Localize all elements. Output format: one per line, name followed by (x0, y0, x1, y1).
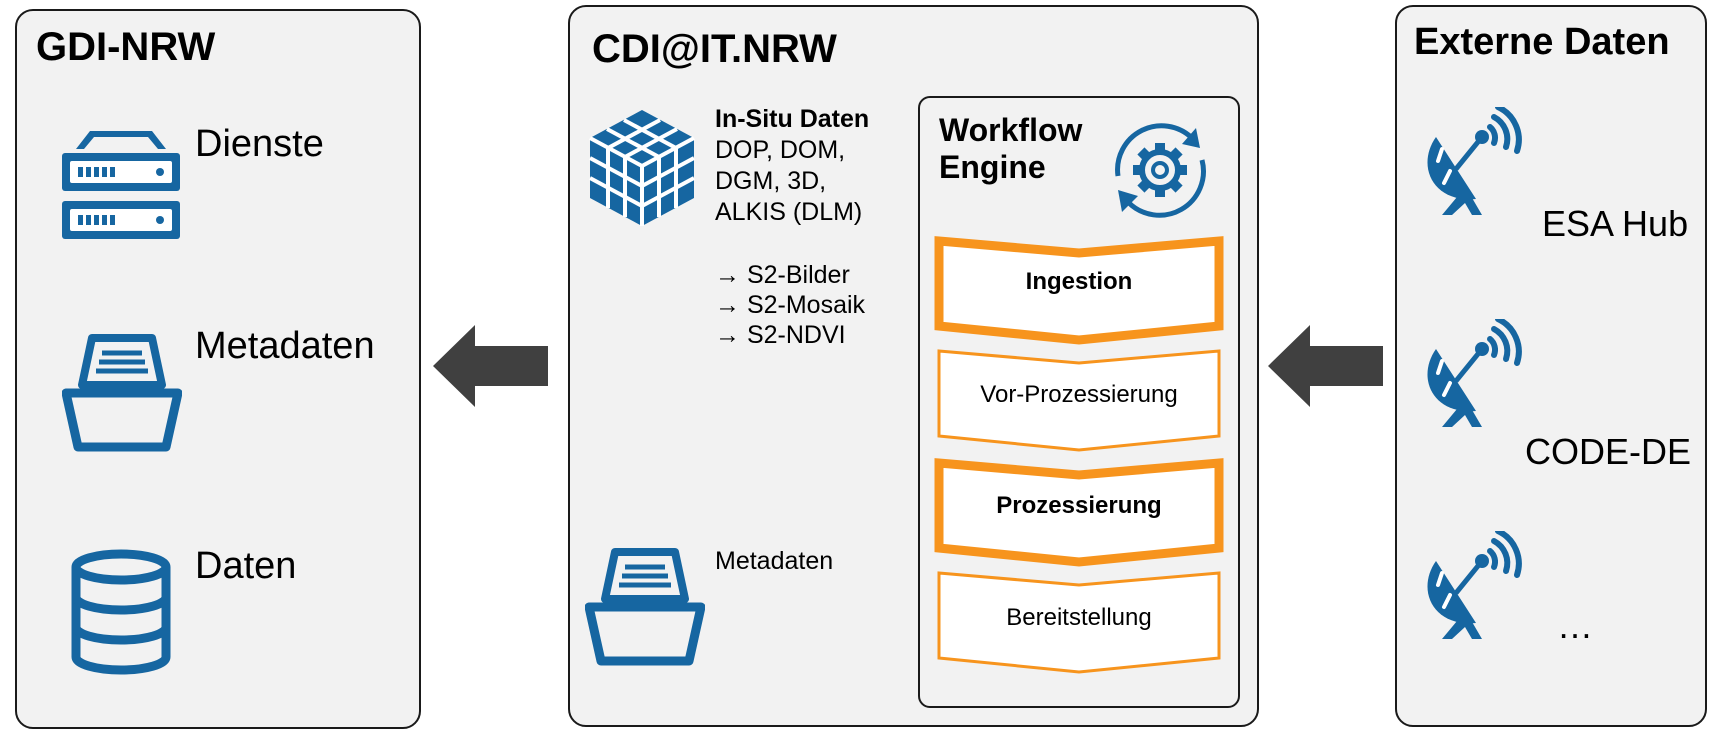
metadata-label: Metadaten (715, 547, 834, 575)
workflow-step-bereitstellung (937, 571, 1221, 674)
step-label: Bereitstellung (1006, 604, 1152, 631)
source-label: ESA Hub (1542, 203, 1689, 244)
panel-title: Externe Daten (1414, 21, 1670, 63)
source-label: CODE-DE (1525, 431, 1692, 472)
data-cube-icon (589, 110, 695, 226)
arrow-left-icon (433, 325, 548, 407)
step-label: Prozessierung (996, 492, 1162, 519)
panel-cdi-it-nrw: CDI@IT.NRW (568, 5, 1259, 727)
insitu-line: ALKIS (DLM) (715, 198, 863, 226)
step-label: Ingestion (1025, 268, 1133, 295)
label-daten: Daten (195, 545, 297, 587)
database-icon (71, 549, 171, 675)
workflow-step-vor-prozessierung (937, 349, 1221, 452)
label-dienste: Dienste (195, 123, 324, 165)
insitu-output: → S2-Mosaik (715, 291, 866, 319)
gear-cycle-icon (1115, 123, 1206, 218)
source-label: … (1557, 605, 1593, 646)
workflow-title-line: Workflow (939, 112, 1083, 148)
file-tray-icon (62, 333, 182, 453)
panel-externe-daten: Externe Daten ESA Hub CODE-DE … (1395, 5, 1707, 727)
workflow-title: Workflow Engine (939, 112, 1082, 186)
file-tray-icon (585, 547, 705, 667)
step-label: Vor-Prozessierung (980, 381, 1178, 408)
panel-gdi-nrw: GDI-NRW Dienste Metadaten (15, 9, 421, 729)
arrow-left-icon (1268, 325, 1383, 407)
panel-title: GDI-NRW (36, 25, 216, 69)
insitu-output: → S2-Bilder (715, 261, 850, 289)
workflow-engine: Workflow Engine (918, 96, 1240, 708)
insitu-line: DOP, DOM, (715, 136, 846, 164)
satellite-dish-icon (1422, 531, 1522, 641)
satellite-dish-icon (1422, 319, 1522, 429)
workflow-step-prozessierung (934, 458, 1224, 567)
insitu-output: → S2-NDVI (715, 321, 846, 349)
satellite-dish-icon (1422, 107, 1522, 217)
label-metadaten: Metadaten (195, 325, 375, 367)
workflow-title-line: Engine (939, 149, 1046, 185)
insitu-heading: In-Situ Daten (715, 105, 870, 133)
server-icon (62, 131, 180, 239)
panel-title: CDI@IT.NRW (592, 27, 837, 71)
workflow-step-ingestion (934, 236, 1224, 345)
insitu-line: DGM, 3D, (715, 167, 827, 195)
